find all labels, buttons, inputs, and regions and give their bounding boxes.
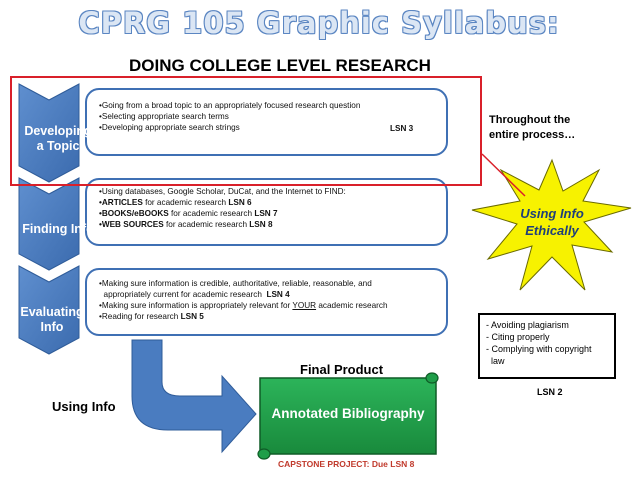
- graphic-syllabus-title: CPRG 105 Graphic Syllabus:: [78, 6, 560, 40]
- chevron-evaluating-info: [18, 265, 80, 355]
- ethics-item: - Complying with copyright: [486, 344, 592, 354]
- chevron-finding-info: [18, 177, 80, 271]
- callout-line: [481, 153, 526, 197]
- arrow-to-final-product: [131, 339, 257, 454]
- ethics-item: law: [486, 356, 505, 366]
- chevron-developing-topic: [18, 83, 80, 183]
- capstone-note: CAPSTONE PROJECT: Due LSN 8: [278, 459, 415, 469]
- syllabus-subtitle: DOING COLLEGE LEVEL RESEARCH: [129, 56, 431, 75]
- step-box-developing-topic: •Going from a broad topic to an appropri…: [85, 88, 448, 156]
- evaluating-line-credible: •Making sure information is credible, au…: [99, 279, 372, 288]
- chevron-label-finding: Finding Info: [22, 222, 94, 236]
- finding-item-web: •WEB SOURCES for academic research LSN 8: [99, 220, 273, 229]
- highlight-frame: [10, 76, 482, 186]
- ethics-starburst: [471, 158, 632, 291]
- lesson-label: LSN 3: [390, 124, 414, 133]
- step-box-finding-info: •Using databases, Google Scholar, DuCat,…: [85, 178, 448, 246]
- bullet-search-strings: •Developing appropriate search strings: [99, 123, 240, 132]
- evaluating-line-current: appropriately current for academic resea…: [99, 290, 290, 299]
- ethics-list-box: - Avoiding plagiarism - Citing properly …: [478, 313, 616, 379]
- evaluating-line-relevant: •Making sure information is appropriatel…: [99, 301, 388, 310]
- step-box-evaluating-info: •Making sure information is credible, au…: [85, 268, 448, 336]
- finding-item-books: •BOOKS/eBOOKS for academic research LSN …: [99, 209, 278, 218]
- bullet-search-terms: •Selecting appropriate search terms: [99, 112, 229, 121]
- finding-intro: •Using databases, Google Scholar, DuCat,…: [99, 187, 346, 196]
- final-product-label: Final Product: [300, 362, 384, 377]
- scroll-curl-bottom: [257, 448, 271, 460]
- bullet-focused-question: •Going from a broad topic to an appropri…: [99, 101, 361, 110]
- finding-item-articles: •ARTICLES for academic research LSN 6: [99, 198, 252, 207]
- throughout-note: Throughout the entire process…: [489, 114, 576, 141]
- scroll-curl-top: [425, 372, 439, 384]
- evaluating-line-reading: •Reading for research LSN 5: [99, 312, 204, 321]
- ethics-item: - Citing properly: [486, 332, 550, 342]
- scroll-label: Annotated Bibliography: [271, 406, 425, 421]
- scroll-banner: [259, 377, 437, 455]
- ethics-lesson: LSN 2: [537, 387, 563, 397]
- using-info-label: Using Info: [52, 399, 116, 414]
- ethics-item: - Avoiding plagiarism: [486, 320, 569, 330]
